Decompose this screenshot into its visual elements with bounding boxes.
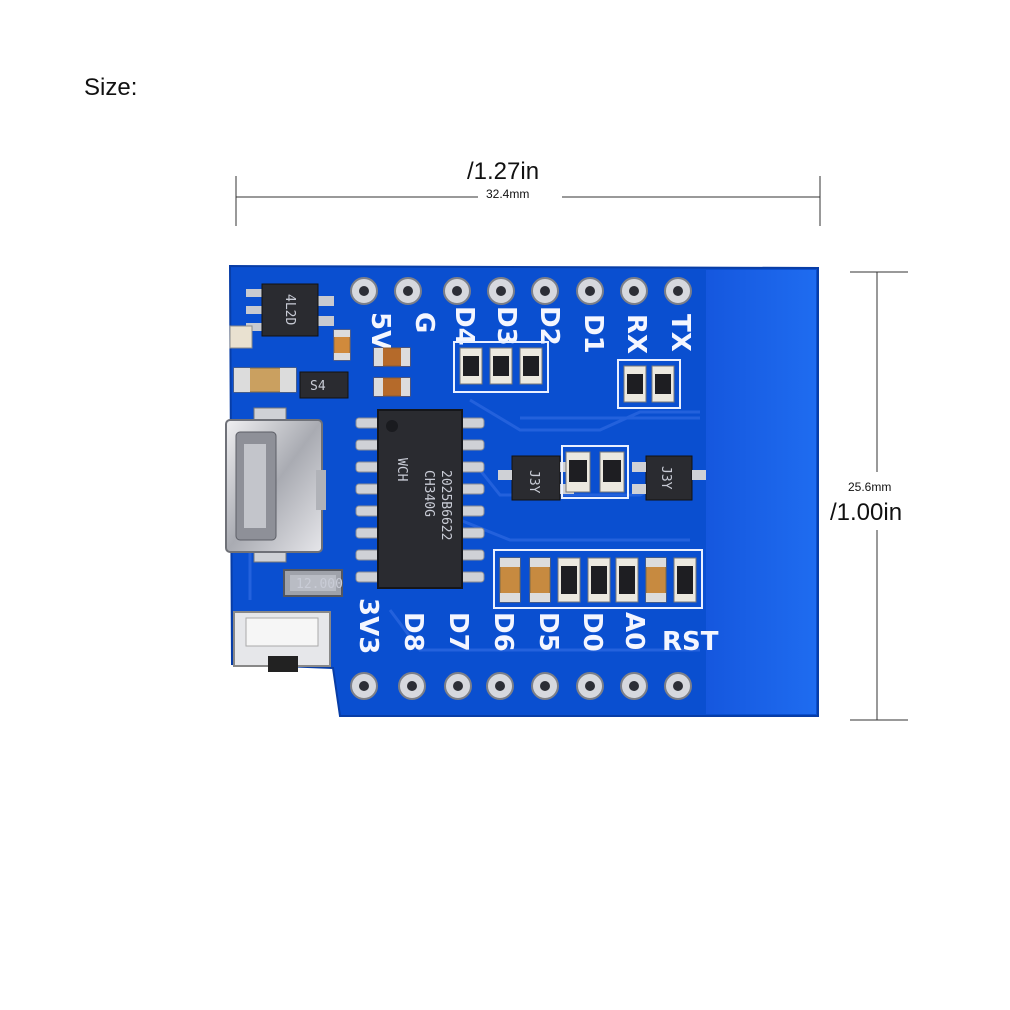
regulator-marking: S4 bbox=[310, 379, 326, 394]
height-mm-label: 25.6mm bbox=[848, 480, 892, 494]
pin-label-rx: RX bbox=[621, 314, 651, 354]
ch340g-chip: WCH CH340G 2025B6622 bbox=[355, 409, 485, 589]
top-pin-header bbox=[350, 277, 692, 305]
pin-label-a0: A0 bbox=[619, 612, 649, 650]
pin-label-rst: RST bbox=[662, 627, 719, 657]
chip-marking-code: 2025B6622 bbox=[438, 470, 453, 540]
pin-label-d5: D5 bbox=[533, 612, 563, 652]
pin-label-d7: D7 bbox=[443, 612, 473, 652]
size-label: Size: bbox=[84, 74, 138, 101]
silkscreen-outlines bbox=[453, 341, 703, 609]
pin-label-d0: D0 bbox=[577, 612, 607, 652]
smd-components-top-left: S4 bbox=[229, 325, 411, 399]
crystal-marking: 12.000 bbox=[296, 577, 343, 592]
width-inches-label: /1.27in bbox=[467, 158, 540, 185]
reset-button bbox=[233, 611, 331, 672]
width-dimension-line bbox=[235, 176, 821, 226]
transistors-middle: J3Y J3Y bbox=[498, 451, 706, 501]
crystal-oscillator: 12.000 bbox=[283, 569, 343, 597]
top-pin-labels: 5V G D4 D3 D2 D1 RX TX bbox=[365, 306, 695, 354]
micro-usb-connector bbox=[225, 407, 326, 563]
pin-label-3v3: 3V3 bbox=[353, 598, 383, 654]
small-ic: 4L2D bbox=[246, 283, 334, 337]
bottom-pin-labels: 3V3 D8 D7 D6 D5 D0 A0 RST bbox=[353, 598, 719, 657]
pin-label-5v: 5V bbox=[365, 312, 395, 350]
pin-label-tx: TX bbox=[665, 314, 695, 352]
small-ic-marking: 4L2D bbox=[282, 294, 297, 325]
transistor-marking-1: J3Y bbox=[526, 470, 541, 494]
antenna-area bbox=[706, 270, 816, 714]
passives-bottom-row bbox=[499, 557, 697, 603]
pin-label-d8: D8 bbox=[398, 612, 428, 652]
resistors-top-row bbox=[459, 347, 675, 403]
pin-label-d4: D4 bbox=[449, 306, 479, 346]
chip-marking-brand: WCH bbox=[394, 458, 409, 481]
pin-label-d2: D2 bbox=[534, 306, 564, 346]
height-inches-label: /1.00in bbox=[830, 499, 903, 526]
pin-label-g: G bbox=[409, 312, 439, 333]
transistor-marking-2: J3Y bbox=[658, 466, 673, 490]
bottom-pin-header bbox=[350, 672, 692, 700]
pin-label-d6: D6 bbox=[488, 612, 518, 652]
width-mm-label: 32.4mm bbox=[486, 187, 530, 201]
chip-marking-model: CH340G bbox=[421, 470, 436, 517]
pin-label-d3: D3 bbox=[491, 306, 521, 346]
pin-label-d1: D1 bbox=[578, 314, 608, 354]
height-dimension-line bbox=[850, 271, 908, 721]
